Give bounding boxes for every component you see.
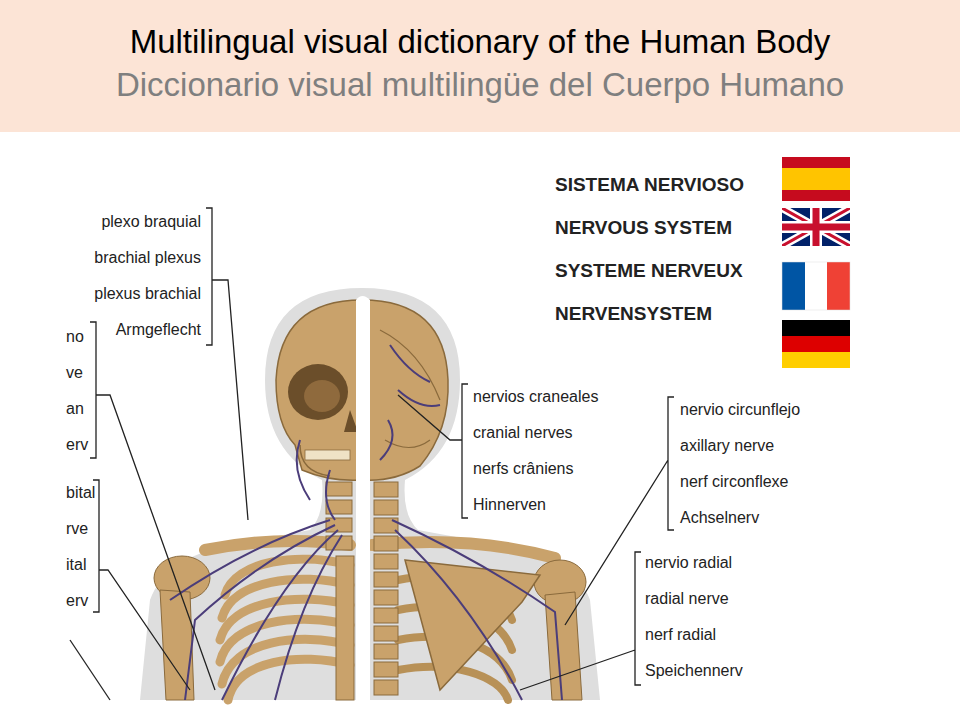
nerve-label: ve [66, 355, 92, 391]
spain-flag [782, 157, 850, 201]
label-group: nervio radialradial nervenerf radialSpei… [645, 545, 775, 689]
nerve-label: plexo braquial [0, 204, 201, 240]
nerve-label: an [66, 391, 92, 427]
nerve-label: ital [66, 547, 94, 583]
nerve-label: erv [66, 583, 94, 619]
nerve-label: brachial plexus [0, 240, 201, 276]
title-block: Multilingual visual dictionary of the Hu… [0, 22, 960, 62]
nerve-label: plexus brachial [0, 276, 201, 312]
uk-flag [782, 208, 850, 246]
split-gap [356, 296, 370, 720]
france-flag [782, 262, 850, 310]
subtitle: Diccionario visual multilingüe del Cuerp… [116, 65, 844, 105]
germany-flag [782, 320, 850, 368]
eye-socket-inner [304, 380, 340, 412]
nasal-cavity [344, 410, 358, 432]
nerve-label: Achselnerv [680, 500, 850, 536]
nerve-label: cranial nerves [473, 415, 623, 451]
nerve-label: nerfs crâniens [473, 451, 623, 487]
legend-text: NERVOUS SYSTEM [555, 206, 770, 249]
nerve-label: axillary nerve [680, 428, 850, 464]
eye-socket [288, 364, 348, 420]
title-banner [0, 0, 960, 132]
legend-text: SYSTEME NERVEUX [555, 249, 770, 292]
nerve-label: nervio radial [645, 545, 775, 581]
nerve-label: Armgeflecht [0, 312, 201, 348]
leader-lines [70, 208, 674, 700]
label-group: noveanerv [66, 319, 92, 463]
nerve-label: nerf radial [645, 617, 775, 653]
nerve-label: radial nerve [645, 581, 775, 617]
label-group: bitalrveitalerv [66, 475, 94, 619]
label-group: nervio circunflejoaxillary nervenerf cir… [680, 392, 850, 536]
humerus [160, 590, 194, 700]
label-group: Diccionario visual multilingüe del Cuerp… [0, 65, 960, 105]
jaw [300, 445, 330, 476]
title-text: Multilingual visual dictionary of the Hu… [130, 22, 831, 62]
teeth [305, 450, 350, 460]
legend: SISTEMA NERVIOSONERVOUS SYSTEMSYSTEME NE… [555, 163, 770, 335]
nerve-label: nerf circonflexe [680, 464, 850, 500]
nerve-label: Hinnerven [473, 487, 623, 523]
skull-suture [380, 330, 440, 448]
nerve-label: bital [66, 475, 94, 511]
legend-text: SISTEMA NERVIOSO [555, 163, 770, 206]
label-group: nervios cranealescranial nervesnerfs crâ… [473, 379, 623, 523]
scapula [405, 560, 540, 690]
nerve-label: nervio circunflejo [680, 392, 850, 428]
nerve-label: no [66, 319, 92, 355]
nerve-label: nervios craneales [473, 379, 623, 415]
nerve-label: rve [66, 511, 94, 547]
nerve-label: Speichennerv [645, 653, 775, 689]
sternum [336, 556, 354, 700]
legend-text: NERVENSYSTEM [555, 292, 770, 335]
label-group: plexo braquialbrachial plexusplexus brac… [0, 204, 201, 348]
ribs [220, 559, 350, 700]
nerve-label: erv [66, 427, 92, 463]
